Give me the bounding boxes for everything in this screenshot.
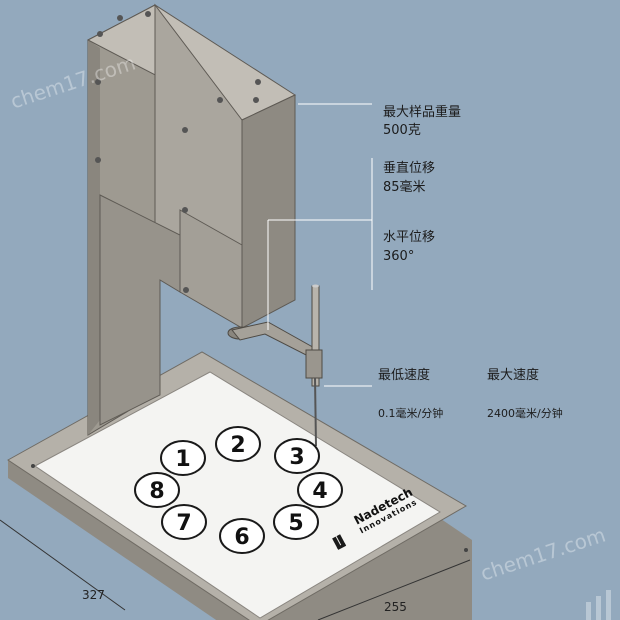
horizontal-value: 360°	[383, 249, 415, 264]
head-screw	[95, 157, 101, 163]
depth-dimension: 327	[82, 588, 105, 602]
well-number: 2	[230, 433, 245, 458]
horizontal-label: 水平位移	[383, 230, 436, 245]
dimension-line-depth	[0, 519, 126, 611]
well-number: 4	[312, 479, 327, 504]
dimension-line-width	[317, 559, 471, 620]
well-2	[215, 426, 261, 462]
watermark-bar	[596, 596, 601, 620]
well-4	[297, 472, 343, 508]
vertical-value: 85毫米	[383, 180, 426, 195]
head-screw	[95, 79, 101, 85]
min-speed-label: 最低速度	[378, 368, 431, 383]
well-number: 8	[149, 479, 164, 504]
well-number: 5	[288, 511, 303, 536]
head-screw	[182, 127, 188, 133]
max-speed-value: 2400毫米/分钟	[487, 407, 563, 420]
well-6	[219, 518, 265, 554]
well-1	[160, 440, 206, 476]
well-number: 7	[176, 511, 191, 536]
vertical-label: 垂直位移	[383, 161, 436, 176]
well-number: 3	[289, 445, 304, 470]
probe-rod-cap	[312, 284, 319, 288]
well-3	[274, 438, 320, 474]
head-screw	[255, 79, 261, 85]
max-weight-value: 500克	[383, 123, 421, 138]
well-7	[161, 504, 207, 540]
max-weight-label: 最大样品重量	[383, 105, 462, 120]
well-number: 1	[175, 447, 190, 472]
head-screw	[217, 97, 223, 103]
arm-link	[231, 321, 319, 359]
head-screw	[145, 11, 151, 17]
column-front	[88, 40, 100, 435]
base-screw	[464, 548, 468, 552]
base-screw	[31, 464, 35, 468]
head-screw	[117, 15, 123, 21]
well-8	[134, 472, 180, 508]
well-number: 6	[234, 525, 249, 550]
well-ring: 1 2 345 6 78	[134, 426, 343, 554]
probe-needle	[314, 377, 317, 447]
head-screw	[97, 31, 103, 37]
min-speed-value: 0.1毫米/分钟	[378, 407, 444, 420]
watermark-bar	[586, 602, 591, 620]
column-slot	[99, 194, 181, 426]
width-dimension: 255	[384, 600, 407, 614]
head-screw	[182, 207, 188, 213]
head-screw	[253, 97, 259, 103]
well-5	[273, 504, 319, 540]
watermark-bar	[606, 590, 611, 620]
max-speed-label: 最大速度	[487, 368, 540, 383]
sample-plate	[34, 371, 441, 619]
probe-clamp	[305, 349, 323, 379]
head-screw	[183, 287, 189, 293]
nadetech-logo	[332, 534, 347, 550]
